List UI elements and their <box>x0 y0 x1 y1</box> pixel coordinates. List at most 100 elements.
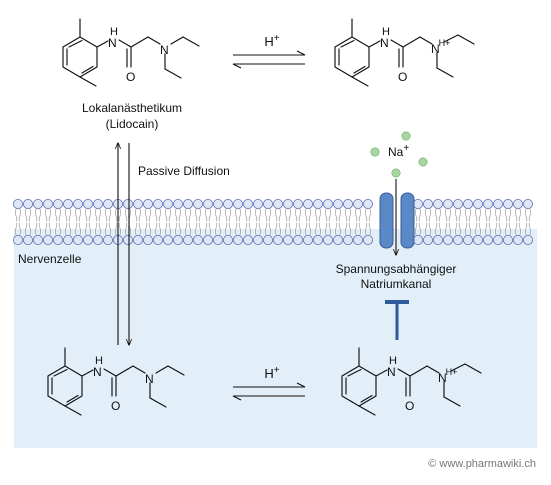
lipid-head <box>202 198 213 209</box>
lipid-tail <box>465 208 468 222</box>
lipid-tail <box>318 208 321 222</box>
lipid-tail <box>68 222 71 236</box>
lipid-head <box>432 234 443 245</box>
lipid-head <box>422 198 433 209</box>
lipid-tail <box>38 208 41 222</box>
lipid-head <box>232 198 243 209</box>
lipid-head <box>482 198 493 209</box>
lipid-head <box>412 234 423 245</box>
cell-membrane <box>12 198 534 245</box>
lipid-head <box>312 234 323 245</box>
lipid-tail <box>208 222 211 236</box>
lipid-tail <box>198 222 201 236</box>
channel-subunit-right <box>400 192 415 249</box>
lipid-tail <box>445 208 448 222</box>
lipid-tail <box>328 208 331 222</box>
drug-example-label: (Lidocain) <box>106 117 159 131</box>
atom-N: N <box>160 43 169 57</box>
lipid-head <box>182 198 193 209</box>
lipid-tail <box>355 208 358 222</box>
lipid-head <box>342 234 353 245</box>
lipid-tail <box>215 222 218 236</box>
lipid-tail <box>98 222 101 236</box>
lipid-tail <box>188 222 191 236</box>
lipid-tail <box>55 222 58 236</box>
lipid-tail <box>478 208 481 222</box>
lipid-tail <box>108 208 111 222</box>
lipid-tail <box>365 208 368 222</box>
lipid-tail <box>348 222 351 236</box>
channel-label-line2: Natriumkanal <box>361 277 432 291</box>
lipid-tail <box>78 222 81 236</box>
lipid-head <box>202 234 213 245</box>
lipid-tail <box>175 208 178 222</box>
lipid-tail <box>225 222 228 236</box>
lipid-tail <box>445 222 448 236</box>
lipid-tail <box>505 208 508 222</box>
lipid-tail <box>518 222 521 236</box>
lipid-tail <box>498 222 501 236</box>
lipid-tail <box>248 208 251 222</box>
lipid-head <box>442 234 453 245</box>
atom-O: O <box>111 399 120 413</box>
lipid-tail <box>135 222 138 236</box>
lipid-head <box>63 234 74 245</box>
lipid-tail <box>528 222 531 236</box>
lipid-head <box>192 234 203 245</box>
lipid-head <box>22 234 33 245</box>
lipid-tail <box>85 222 88 236</box>
lipid-tail <box>435 208 438 222</box>
lipid-tail <box>418 208 421 222</box>
lipid-head <box>302 198 313 209</box>
cell-interior <box>14 229 537 448</box>
lipid-head <box>262 234 273 245</box>
lipid-tail <box>468 222 471 236</box>
atom-H: H <box>110 26 118 38</box>
lipid-head <box>132 198 143 209</box>
atom-H: H <box>389 355 397 367</box>
lipid-tail <box>315 222 318 236</box>
lipid-head <box>332 234 343 245</box>
sodium-label: Na+ <box>388 143 409 159</box>
lipid-head <box>422 234 433 245</box>
lipid-tail <box>125 208 128 222</box>
lipid-tail <box>258 222 261 236</box>
lipid-tail <box>455 222 458 236</box>
lipid-tail <box>515 222 518 236</box>
lipid-tail <box>435 222 438 236</box>
lipid-tail <box>218 208 221 222</box>
lipid-tail <box>135 208 138 222</box>
lipid-head <box>332 198 343 209</box>
lipid-head <box>352 198 363 209</box>
lipid-tail <box>145 208 148 222</box>
lipid-tail <box>485 208 488 222</box>
lipid-head <box>492 198 503 209</box>
lipid-tail <box>35 208 38 222</box>
lipid-tail <box>55 208 58 222</box>
lipid-tail <box>295 222 298 236</box>
lipid-tail <box>428 222 431 236</box>
lipid-head <box>362 234 373 245</box>
lipid-tail <box>85 208 88 222</box>
lipid-head <box>162 234 173 245</box>
sodium-ion <box>370 147 380 157</box>
lipid-tail <box>455 208 458 222</box>
lipid-tail <box>298 222 301 236</box>
lipid-head <box>292 234 303 245</box>
lipid-tail <box>58 208 61 222</box>
lipid-tail <box>295 208 298 222</box>
lipid-tail <box>268 208 271 222</box>
lipid-tail <box>518 208 521 222</box>
sodium-ion <box>418 157 428 167</box>
lipid-head <box>442 198 453 209</box>
lipid-head <box>33 234 44 245</box>
equilibrium-arrowhead <box>232 395 242 401</box>
lidocaine-protonated-outside: N H O NH+ <box>334 18 475 87</box>
lipid-tail <box>345 222 348 236</box>
lipid-head <box>492 234 503 245</box>
lipid-head <box>212 234 223 245</box>
lipid-tail <box>158 222 161 236</box>
lipid-tail <box>318 222 321 236</box>
lipid-tail <box>15 222 18 236</box>
